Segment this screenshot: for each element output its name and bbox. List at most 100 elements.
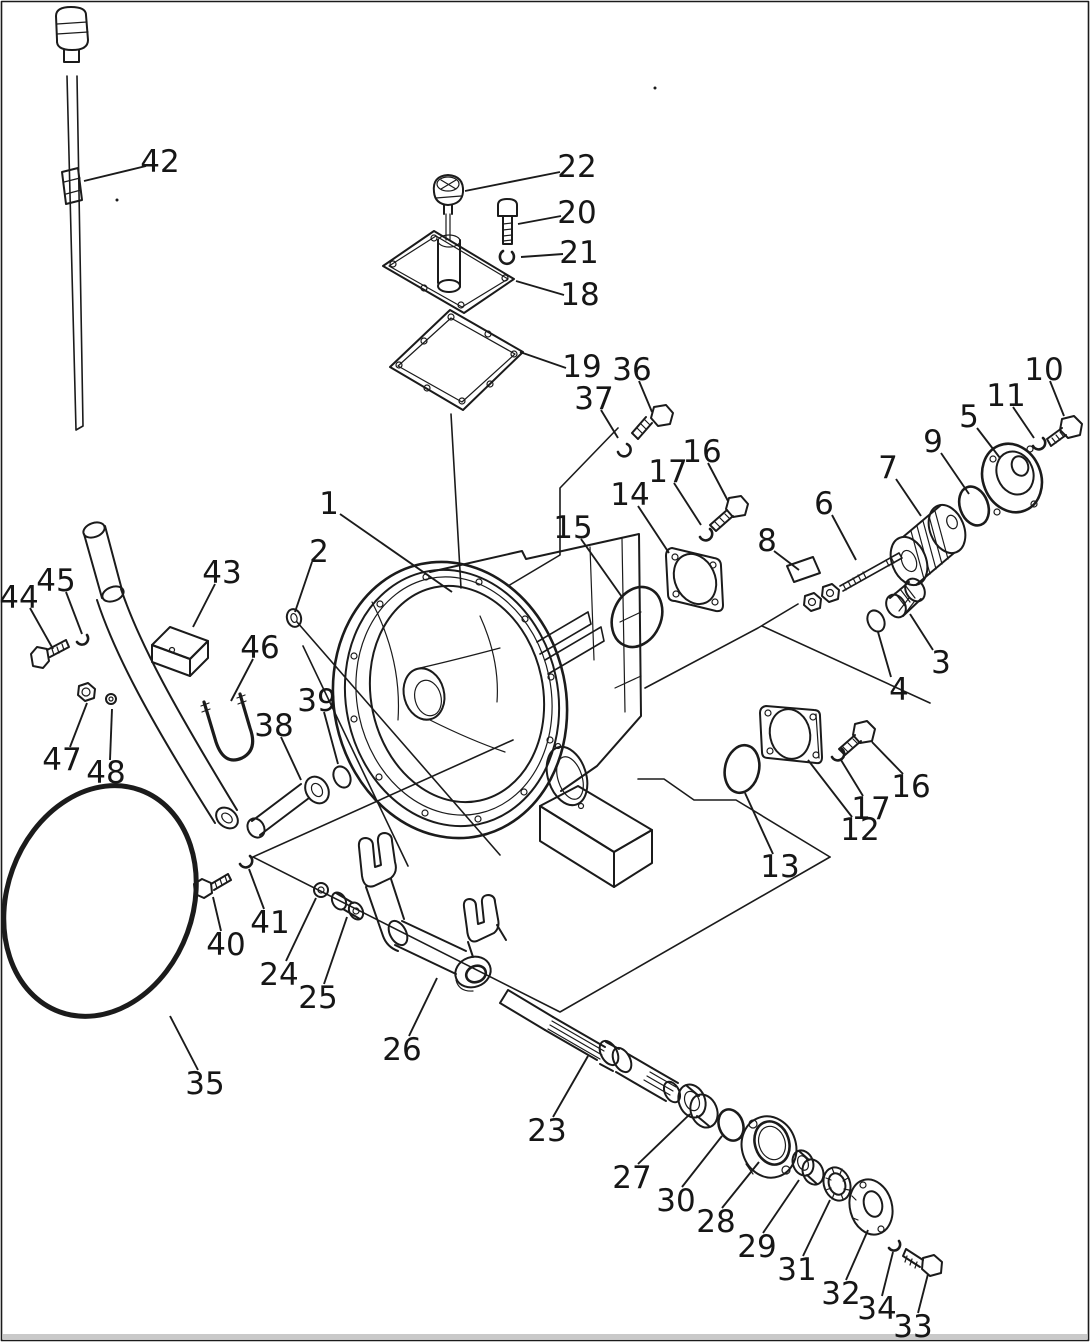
callout-layer: 1234567891011121314151617161718192021222… [0, 144, 1065, 1342]
transmission-housing [331, 533, 653, 888]
filter-element-7 [889, 503, 967, 587]
cover-bolt-washer [498, 249, 516, 266]
callout-leader-36-37 [638, 380, 653, 413]
callout-leader-22-23 [464, 171, 561, 192]
callout-leader-1-0 [339, 513, 453, 593]
callout-leader-26-27 [408, 977, 438, 1037]
end-plate-32 [848, 1178, 894, 1236]
callout-leader-5-4 [976, 427, 1001, 459]
plug-3 [885, 577, 926, 619]
callout-leader-19-20 [519, 351, 567, 369]
callout-leader-2-1 [294, 561, 313, 613]
bolt-36 [631, 404, 674, 440]
callout-leader-30-31 [681, 1135, 723, 1188]
bolt-16-lower [838, 720, 876, 756]
callout-number-4-3: 4 [889, 672, 909, 708]
callout-leader-38-39 [280, 736, 302, 781]
rod-6 [839, 552, 903, 592]
bushing-29 [791, 1149, 825, 1186]
nut-47 [77, 682, 96, 702]
callout-leader-35-36 [169, 1015, 199, 1071]
callout-number-45-46: 45 [36, 563, 75, 599]
callout-leader-47-48 [69, 702, 88, 748]
callout-number-19-20: 19 [562, 349, 601, 385]
callout-leader-46-47 [230, 658, 254, 702]
output-shaft-23 [499, 989, 682, 1104]
callout-number-8-7: 8 [757, 523, 777, 559]
pipe-38 [246, 775, 330, 839]
bushing-24 [313, 882, 329, 898]
callout-number-21-22: 21 [559, 235, 598, 271]
o-ring-39 [332, 765, 352, 789]
callout-leader-8-7 [773, 550, 800, 571]
callout-number-32-33: 32 [821, 1276, 860, 1312]
callout-leader-44-45 [29, 607, 54, 650]
washer-17-lower [830, 747, 846, 762]
callout-number-30-31: 30 [656, 1183, 695, 1219]
callout-number-46-47: 46 [240, 630, 279, 666]
washer-45 [75, 633, 90, 646]
roller-25 [330, 891, 365, 921]
callout-number-34-35: 34 [857, 1291, 896, 1327]
callout-leader-24-25 [285, 897, 317, 962]
callout-leader-21-22 [520, 253, 564, 258]
callout-leader-33-34 [917, 1273, 929, 1314]
callout-number-11-10: 11 [986, 378, 1025, 414]
washer-37 [616, 442, 632, 458]
callout-leader-13-12 [744, 792, 774, 855]
callout-number-22-23: 22 [557, 149, 596, 185]
callout-number-27-28: 27 [612, 1160, 651, 1196]
callout-number-43-44: 43 [202, 555, 241, 591]
washer-41 [238, 854, 254, 869]
callout-number-5-4: 5 [959, 399, 979, 435]
callout-number-2-1: 2 [309, 534, 329, 570]
bolt-10 [1046, 415, 1083, 447]
callout-leader-34-35 [881, 1251, 894, 1297]
dipstick [55, 6, 89, 431]
plate-8 [786, 556, 821, 583]
callout-leader-16-15 [707, 462, 729, 502]
cover-plate-12 [759, 705, 823, 765]
callout-leader-11-10 [1012, 406, 1035, 439]
callout-number-17-18: 17 [851, 791, 890, 827]
callout-number-3-2: 3 [931, 645, 951, 681]
callout-leader-29-30 [762, 1179, 800, 1234]
cover-bolt [497, 198, 518, 245]
assembly-line-cover [450, 413, 462, 589]
callout-leader-39-40 [323, 711, 339, 765]
callout-number-40-41: 40 [206, 927, 245, 963]
callout-number-44-45: 44 [0, 580, 39, 616]
callout-leader-27-28 [637, 1113, 691, 1165]
callout-number-12-11: 12 [840, 812, 879, 848]
scan-edge-bar [3, 1334, 1087, 1339]
callout-leader-17-18 [840, 759, 864, 797]
cover-gasket [389, 309, 524, 411]
callout-number-9-8: 9 [923, 424, 943, 460]
u-bolt-46 [200, 692, 255, 762]
callout-number-48-49: 48 [86, 755, 125, 791]
callout-leader-14-13 [637, 505, 670, 554]
callout-leader-6-5 [831, 514, 857, 561]
callout-number-47-48: 47 [42, 742, 81, 778]
callout-number-28-29: 28 [696, 1204, 735, 1240]
shift-fork-26 [357, 832, 507, 992]
locknut-pair [803, 583, 840, 612]
callout-leader-42-43 [83, 165, 147, 182]
flange-gasket-14 [665, 547, 724, 613]
breather-cap [432, 174, 465, 215]
o-ring-35 [1, 783, 199, 1019]
washer-34 [887, 1239, 902, 1252]
speck [115, 198, 119, 202]
callout-leader-7-6 [895, 478, 922, 517]
callout-number-18-19: 18 [560, 277, 599, 313]
callout-leader-28-29 [721, 1161, 760, 1209]
guide-tube-upper [82, 521, 125, 603]
callout-number-41-42: 41 [250, 905, 289, 941]
callout-number-36-37: 36 [612, 352, 651, 388]
callout-number-26-27: 26 [382, 1032, 421, 1068]
washer-48 [105, 693, 117, 705]
callout-leader-9-8 [940, 452, 970, 495]
callout-number-17-16: 17 [648, 454, 687, 490]
o-ring-13 [723, 743, 761, 795]
